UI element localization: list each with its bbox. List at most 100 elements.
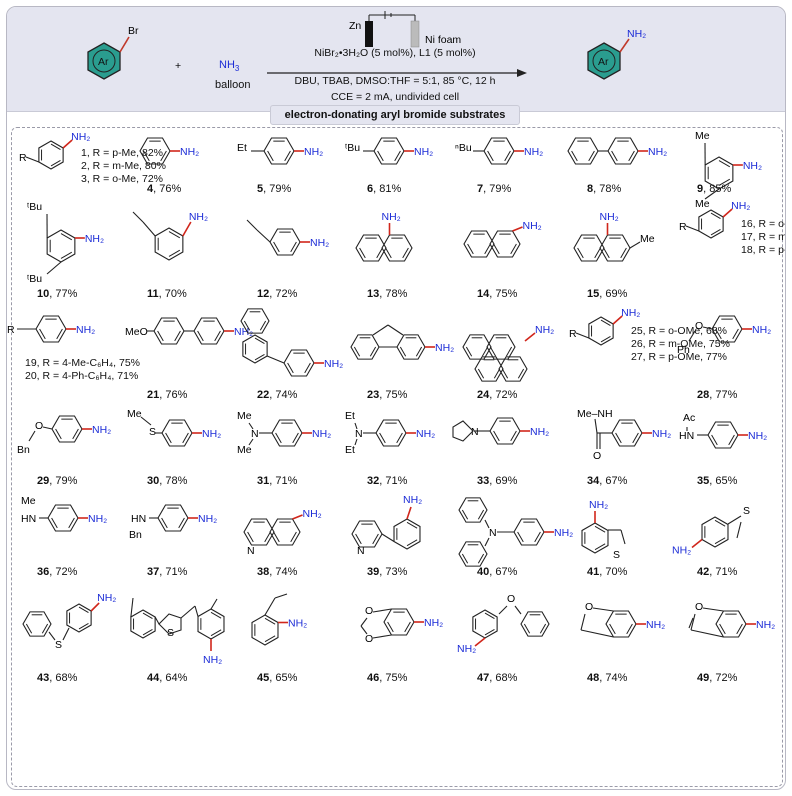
bond <box>246 219 258 231</box>
bond <box>620 529 626 545</box>
benzyl-label: Bn <box>17 444 30 456</box>
bond <box>372 634 392 639</box>
bond <box>727 515 742 525</box>
structure-c45: NH₂ <box>251 593 307 646</box>
nh2-group: NH₂ <box>202 428 221 440</box>
yield-value: , 72% <box>49 566 78 578</box>
benzene-ring <box>483 137 515 165</box>
sulfur: S <box>167 627 174 639</box>
nh2-group: NH₂ <box>403 494 422 506</box>
nh2-group: NH₂ <box>312 428 331 440</box>
atom-label: R <box>569 328 577 340</box>
bond <box>194 605 199 617</box>
benzene-ring <box>474 356 504 382</box>
section-title: electron-donating aryl bromide substrate… <box>270 105 520 125</box>
oxygen: O <box>585 601 593 613</box>
nh2-group: NH₂ <box>324 358 343 370</box>
yield-label: 11, 70% <box>147 288 187 300</box>
series-entry: 16, R = o-Ph, 74% <box>741 218 785 230</box>
oxygen: O <box>695 320 703 332</box>
compound-number: 7 <box>477 183 484 195</box>
benzene-ring <box>240 308 270 334</box>
oxygen: O <box>593 450 601 462</box>
nh2-group: NH₂ <box>85 233 104 245</box>
benzene-ring <box>486 334 516 360</box>
compound-number: 24 <box>477 389 490 401</box>
nh2-group: NH₂ <box>646 619 665 631</box>
compound-number: 32 <box>367 475 380 487</box>
benzene-ring <box>153 317 185 345</box>
nh2-group: NH₂ <box>288 618 307 630</box>
compound-number: 14 <box>477 288 490 300</box>
benzene-ring <box>383 608 415 636</box>
bond <box>691 538 703 549</box>
yield-label: 40, 67% <box>477 566 517 578</box>
bond <box>702 326 713 330</box>
benzene-ring <box>715 610 747 638</box>
compound-number: 38 <box>257 566 270 578</box>
yield-value: , 74% <box>599 672 628 684</box>
bond <box>182 221 192 237</box>
phenyl-label: Ph <box>677 344 690 356</box>
yield-label: 29, 79% <box>37 475 77 487</box>
anode-label: Zn <box>349 20 361 32</box>
bond <box>387 324 404 336</box>
benzene-ring <box>567 137 599 165</box>
benzene-ring <box>51 415 83 443</box>
bond <box>524 332 536 342</box>
yield-value: , 85% <box>703 183 732 195</box>
series-entry: 18, R = p-Ph, 75% <box>741 244 785 256</box>
bond <box>484 519 490 529</box>
yield-value: , 65% <box>709 475 738 487</box>
benzene-ring <box>35 315 67 343</box>
yield-value: , 68% <box>489 672 518 684</box>
thiophene-ring <box>158 613 182 635</box>
benzene-ring <box>605 610 637 638</box>
benzene-ring <box>611 419 643 447</box>
benzene-ring <box>707 421 739 449</box>
nh2-group: NH₂ <box>523 220 542 232</box>
benzene-ring <box>355 234 387 262</box>
yield-label: 21, 76% <box>147 389 187 401</box>
product-label: Ar <box>598 56 609 68</box>
nh2-group: NH₂ <box>88 513 107 525</box>
compound-number: 33 <box>477 475 490 487</box>
yield-value: , 71% <box>379 475 408 487</box>
benzene-ring <box>711 315 743 343</box>
yield-value: , 79% <box>483 183 512 195</box>
bond <box>688 617 694 629</box>
benzene-ring <box>22 611 52 637</box>
nh2-group: NH₂ <box>589 499 608 511</box>
benzene-ring <box>197 608 225 640</box>
yield-value: , 68% <box>49 672 78 684</box>
benzene-ring <box>701 516 729 548</box>
sulfur: S <box>149 426 156 438</box>
yield-label: 9, 85% <box>697 183 731 195</box>
sulfur: S <box>55 639 62 651</box>
oxygen: O <box>507 593 515 605</box>
yield-value: , 65% <box>269 672 298 684</box>
bond <box>48 631 56 641</box>
bond <box>580 629 614 638</box>
yield-label: 32, 71% <box>367 475 407 487</box>
methyl-label: Me <box>237 444 252 456</box>
